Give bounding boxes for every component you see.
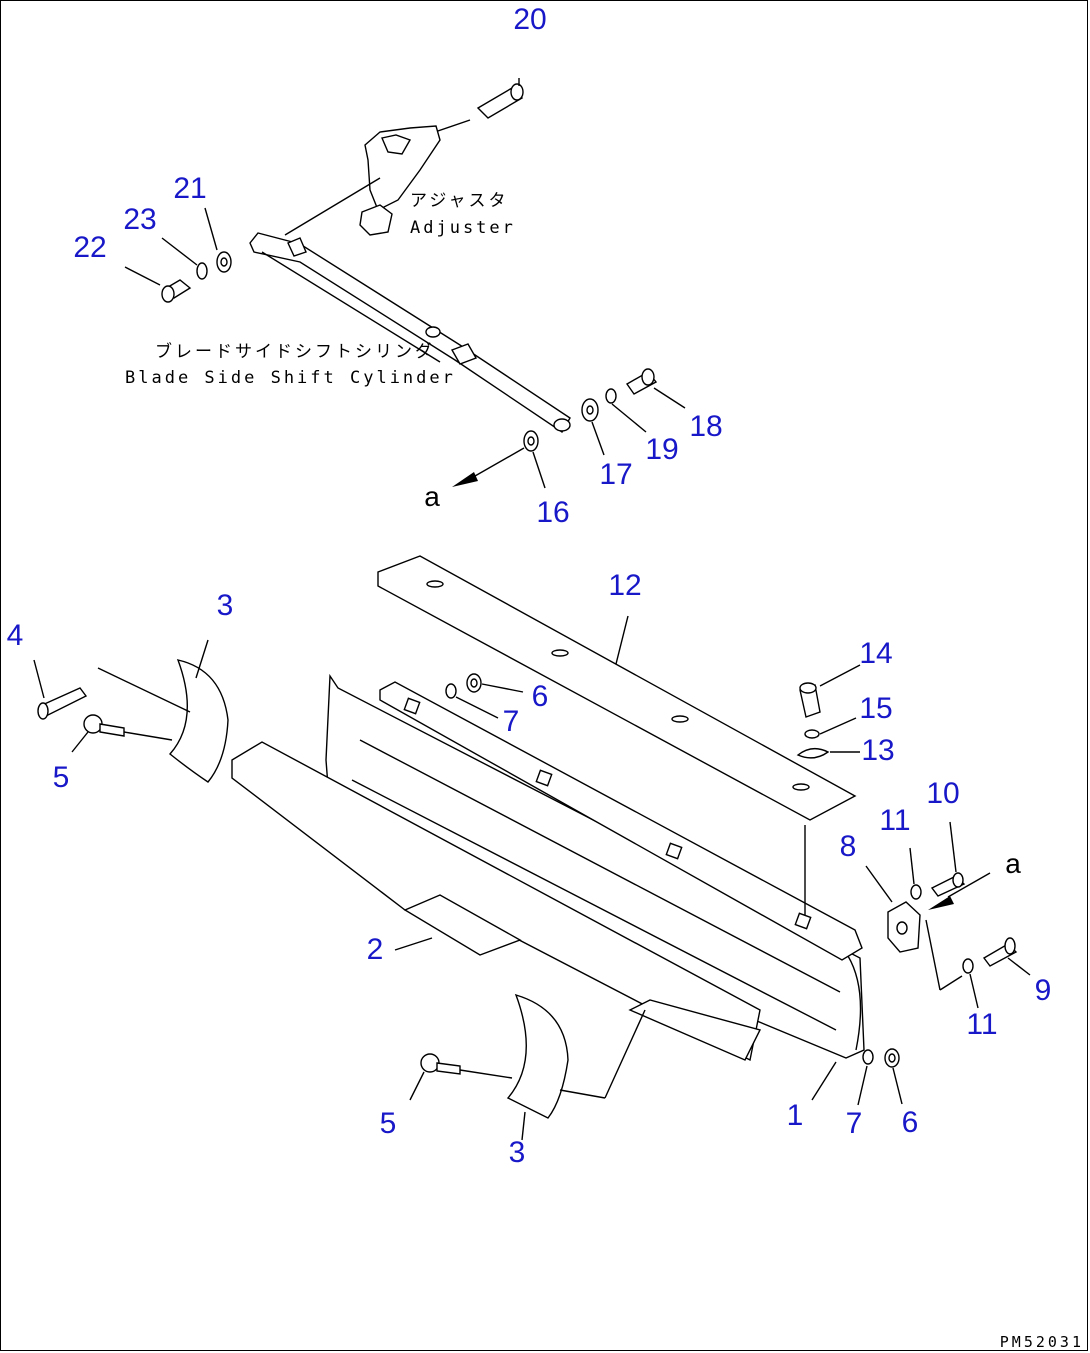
callout-11-top: 11: [879, 804, 911, 837]
bolt-group-right: [452, 368, 686, 489]
callout-20: 20: [513, 3, 547, 36]
part-3-end-bit-right: [506, 993, 646, 1141]
callout-14: 14: [859, 637, 893, 670]
nuts-6-7-bottom: [811, 1048, 903, 1106]
callout-5-bottom: 5: [379, 1107, 397, 1140]
callout-3-bottom: 3: [508, 1136, 526, 1169]
callout-8: 8: [839, 830, 857, 863]
nuts-6-7-top: [445, 673, 524, 719]
cylinder-label-en: Blade Side Shift Cylinder: [125, 368, 456, 388]
callout-17: 17: [599, 458, 633, 491]
callout-18: 18: [689, 410, 723, 443]
drawing-code: PM52031: [999, 1333, 1084, 1351]
bolts-4-5: [33, 659, 513, 1101]
callout-1: 1: [786, 1099, 804, 1132]
callout-2: 2: [366, 933, 384, 966]
callout-11-bottom: 11: [966, 1008, 998, 1041]
cylinder-group: [249, 232, 571, 434]
callout-10: 10: [926, 777, 960, 810]
callout-6-top: 6: [531, 680, 549, 713]
part-2-cutting-edge: [231, 741, 762, 1062]
callout-15: 15: [859, 692, 893, 725]
callout-16: 16: [536, 496, 570, 529]
ref-a-right: a: [1005, 848, 1021, 879]
callout-9: 9: [1034, 974, 1052, 1007]
part-3-end-bit-left: [97, 639, 229, 783]
callout-12: 12: [608, 569, 642, 602]
callout-6-bottom: 6: [901, 1106, 919, 1139]
callout-4: 4: [6, 619, 24, 652]
callout-7-bottom: 7: [845, 1107, 863, 1140]
callout-5-left: 5: [52, 761, 70, 794]
callout-23: 23: [123, 203, 157, 236]
bolts-13-14-15: [796, 664, 861, 759]
adjuster-group: [284, 78, 524, 236]
ref-a-top: a: [424, 481, 440, 512]
bracket-8-group: [865, 821, 1031, 1009]
callout-19: 19: [645, 433, 679, 466]
callout-7-top: 7: [502, 705, 520, 738]
adjuster-label-en: Adjuster: [410, 218, 516, 238]
callout-22: 22: [73, 231, 107, 264]
bolt-group-left: [124, 207, 232, 303]
part-12-plate: [377, 555, 857, 821]
callout-21: 21: [173, 172, 207, 205]
adjuster-label-jp: アジャスタ: [410, 191, 509, 211]
callout-3-left: 3: [216, 589, 234, 622]
cylinder-label-jp: ブレードサイドシフトシリンダ: [155, 342, 435, 362]
callout-13: 13: [861, 734, 895, 767]
